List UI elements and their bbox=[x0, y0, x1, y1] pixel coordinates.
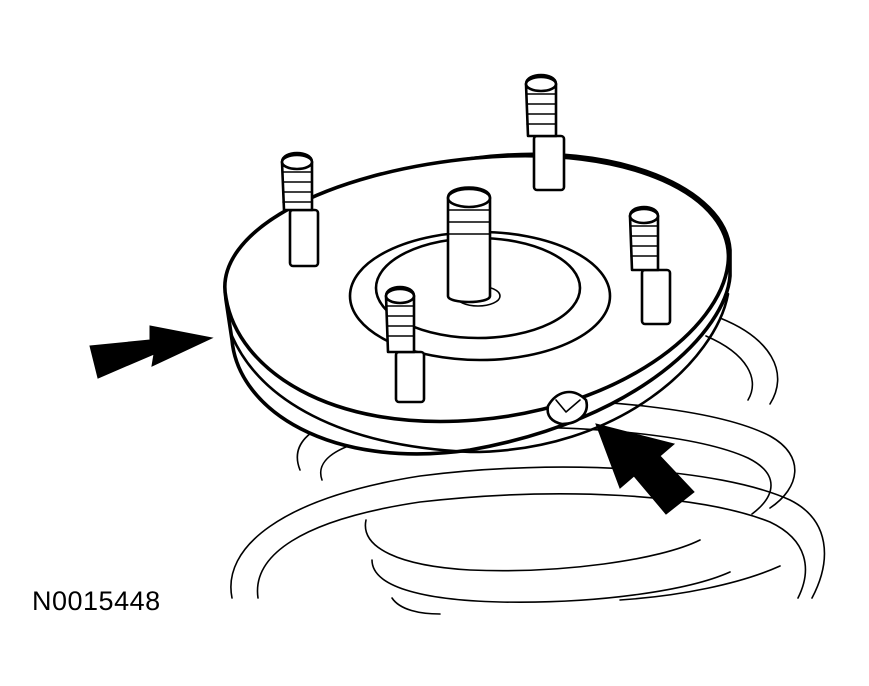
arrow-up-left-icon bbox=[595, 423, 695, 515]
stud-right bbox=[628, 205, 672, 326]
stud-back-right bbox=[524, 73, 566, 192]
mounting-studs bbox=[280, 73, 672, 404]
arrow-right-icon bbox=[89, 325, 214, 379]
stud-back-left bbox=[280, 151, 320, 268]
stud-front-left bbox=[384, 285, 426, 404]
stud-center bbox=[446, 186, 492, 304]
figure-id-label: N0015448 bbox=[32, 586, 161, 616]
